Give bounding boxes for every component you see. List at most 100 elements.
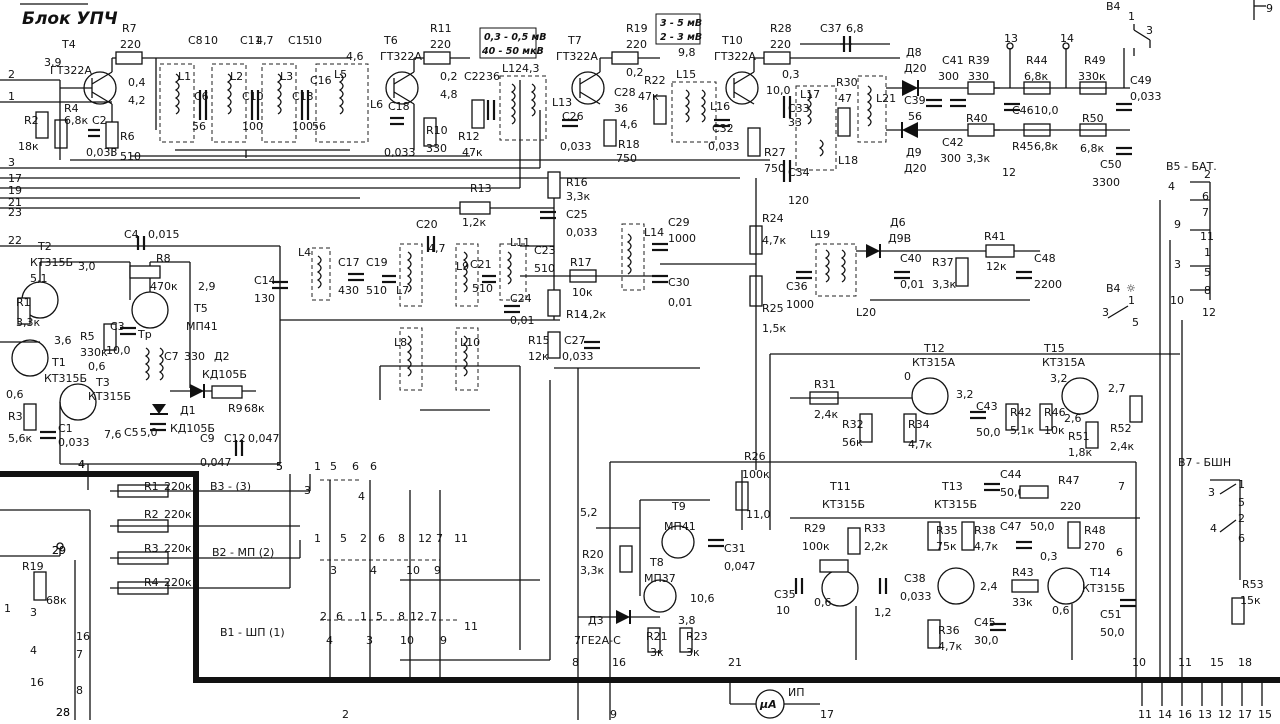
svg-text:C27: C27 — [564, 334, 586, 347]
svg-text:L5: L5 — [334, 68, 347, 81]
svg-text:2,4: 2,4 — [980, 580, 998, 593]
svg-text:R48: R48 — [1084, 524, 1106, 537]
svg-text:5,1: 5,1 — [30, 272, 48, 285]
svg-text:КТ315Б: КТ315Б — [1082, 582, 1125, 595]
svg-text:3к: 3к — [686, 646, 700, 659]
svg-text:L15: L15 — [676, 68, 696, 81]
svg-text:8: 8 — [1204, 284, 1211, 297]
pin-left: 2 — [8, 68, 15, 81]
pin-left: 21 — [8, 196, 22, 209]
svg-text:Д9: Д9 — [906, 146, 922, 159]
svg-text:R42: R42 — [1010, 406, 1032, 419]
svg-text:270: 270 — [1084, 540, 1105, 553]
svg-text:10,6: 10,6 — [690, 592, 715, 605]
svg-text:R43: R43 — [1012, 566, 1034, 579]
svg-text:Д20: Д20 — [904, 62, 927, 75]
voltage-box-1-line1: 0,3 - 0,5 мВ — [484, 32, 547, 43]
svg-text:КД105Б: КД105Б — [202, 368, 247, 381]
svg-text:5: 5 — [1238, 496, 1245, 509]
svg-text:T7: T7 — [567, 34, 582, 47]
svg-text:C29: C29 — [668, 216, 690, 229]
svg-text:T15: T15 — [1043, 342, 1065, 355]
svg-text:11: 11 — [464, 620, 478, 633]
switch-b7-label: В7 - БШН — [1178, 456, 1231, 469]
svg-text:C47: C47 — [1000, 520, 1022, 533]
svg-text:R25: R25 — [762, 302, 784, 315]
svg-text:R19: R19 — [626, 22, 648, 35]
svg-text:R7: R7 — [122, 22, 137, 35]
switch-b3-label: В3 - (3) — [210, 480, 251, 493]
svg-text:C49: C49 — [1130, 74, 1152, 87]
svg-text:56к: 56к — [842, 436, 863, 449]
svg-text:4,7: 4,7 — [428, 242, 446, 255]
svg-text:C7: C7 — [164, 350, 179, 363]
svg-text:R33: R33 — [864, 522, 886, 535]
svg-text:4: 4 — [1210, 522, 1217, 535]
svg-text:7: 7 — [1202, 206, 1209, 219]
svg-text:33к: 33к — [1012, 596, 1033, 609]
svg-text:L1: L1 — [178, 70, 191, 83]
svg-text:7ГЕ2А-С: 7ГЕ2А-С — [574, 634, 621, 647]
svg-text:R36: R36 — [938, 624, 960, 637]
svg-text:56: 56 — [312, 120, 326, 133]
svg-text:1000: 1000 — [668, 232, 696, 245]
svg-text:50,0: 50,0 — [1000, 486, 1025, 499]
svg-text:R35: R35 — [936, 524, 958, 537]
svg-text:10: 10 — [204, 34, 218, 47]
svg-text:C20: C20 — [416, 218, 438, 231]
svg-text:ГТ322А: ГТ322А — [50, 64, 92, 77]
svg-text:R11: R11 — [430, 22, 452, 35]
svg-text:50,0: 50,0 — [976, 426, 1001, 439]
svg-text:КТ315А: КТ315А — [1042, 356, 1086, 369]
svg-text:0,6: 0,6 — [6, 388, 24, 401]
svg-text:10к: 10к — [1044, 424, 1065, 437]
svg-text:330к: 330к — [80, 346, 108, 359]
svg-text:8: 8 — [76, 684, 83, 697]
svg-text:R3: R3 — [8, 410, 23, 423]
svg-text:4,2: 4,2 — [128, 94, 146, 107]
svg-text:C17: C17 — [338, 256, 360, 269]
svg-text:L4: L4 — [298, 246, 311, 259]
svg-text:R8: R8 — [156, 252, 171, 265]
svg-text:L19: L19 — [810, 228, 830, 241]
svg-text:T11: T11 — [829, 480, 851, 493]
svg-text:L13: L13 — [552, 96, 572, 109]
svg-text:R39: R39 — [968, 54, 990, 67]
svg-text:Тр: Тр — [137, 328, 152, 341]
pin-left: 28 — [56, 706, 70, 719]
svg-text:C34: C34 — [788, 166, 810, 179]
svg-text:R23: R23 — [686, 630, 708, 643]
svg-text:3: 3 — [1146, 24, 1153, 37]
svg-text:220: 220 — [626, 38, 647, 51]
svg-text:4: 4 — [1168, 180, 1175, 193]
svg-text:330к: 330к — [1078, 70, 1106, 83]
svg-text:47: 47 — [838, 92, 852, 105]
svg-text:0,047: 0,047 — [248, 432, 280, 445]
pin-left: 23 — [8, 206, 22, 219]
svg-text:5: 5 — [1132, 316, 1139, 329]
svg-text:2,2к: 2,2к — [864, 540, 888, 553]
svg-text:0,6: 0,6 — [1052, 604, 1070, 617]
svg-text:3300: 3300 — [1092, 176, 1120, 189]
svg-text:C11: C11 — [240, 34, 262, 47]
svg-text:R22: R22 — [644, 74, 666, 87]
svg-text:C45: C45 — [974, 616, 996, 629]
svg-text:100к: 100к — [802, 540, 830, 553]
svg-text:T10: T10 — [721, 34, 743, 47]
svg-text:ГТ322А: ГТ322А — [714, 50, 756, 63]
svg-text:R49: R49 — [1084, 54, 1106, 67]
svg-text:9,8: 9,8 — [678, 46, 696, 59]
switch-b4: В4 ☼ 1 3 5 — [1102, 282, 1139, 329]
svg-text:220к: 220к — [164, 480, 192, 493]
svg-text:C2: C2 — [92, 114, 107, 127]
pin-left: 1 — [8, 90, 15, 103]
svg-text:3,8: 3,8 — [678, 614, 696, 627]
svg-text:R12: R12 — [458, 130, 480, 143]
svg-text:0,033: 0,033 — [86, 146, 118, 159]
svg-text:220: 220 — [430, 38, 451, 51]
